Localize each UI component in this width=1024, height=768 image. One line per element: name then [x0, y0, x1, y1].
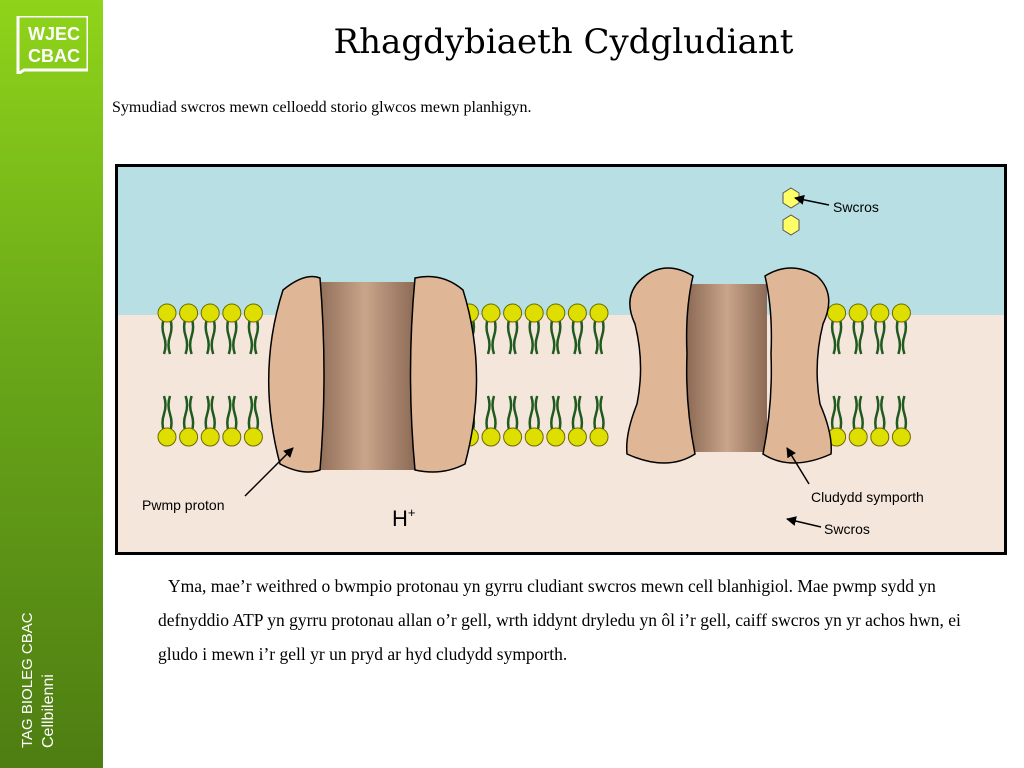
phospholipid-icon: [524, 303, 544, 355]
phospholipid-icon: [157, 303, 177, 355]
phospholipid-icon: [524, 395, 544, 447]
phospholipid-icon: [546, 303, 566, 355]
phospholipid-icon: [179, 395, 199, 447]
phospholipid-icon: [222, 303, 242, 355]
phospholipid-icon: [870, 303, 890, 355]
phospholipid-bilayer: [157, 303, 911, 447]
arrow-icon: [244, 447, 294, 497]
symporter-protein: [625, 267, 833, 464]
course-label: TAG BIOLEG CBAC: [19, 612, 36, 748]
label-sucrose-top: Swcros: [833, 199, 879, 215]
sidebar: WJEC CBAC TAG BIOLEG CBAC Cellbilenni: [0, 0, 103, 768]
arrow-icon: [786, 516, 822, 528]
phospholipid-icon: [200, 303, 220, 355]
phospholipid-icon: [200, 395, 220, 447]
arrow-icon: [794, 194, 830, 206]
phospholipid-icon: [891, 395, 911, 447]
label-proton: H+: [392, 505, 415, 531]
unit-label: Cellbilenni: [40, 674, 57, 748]
phospholipid-icon: [848, 395, 868, 447]
phospholipid-icon: [503, 395, 523, 447]
phospholipid-icon: [243, 395, 263, 447]
arrow-icon: [786, 447, 810, 485]
proton-pump: [268, 275, 478, 473]
logo-line-1: WJEC: [28, 24, 80, 44]
phospholipid-icon: [157, 395, 177, 447]
caption-text: Yma, mae’r weithred o bwmpio protonau yn…: [158, 576, 961, 664]
wjec-cbac-logo: WJEC CBAC: [16, 16, 88, 74]
phospholipid-icon: [589, 303, 609, 355]
phospholipid-icon: [222, 395, 242, 447]
logo-line-2: CBAC: [28, 46, 80, 66]
label-proton-pump: Pwmp proton: [142, 497, 224, 513]
phospholipid-icon: [179, 303, 199, 355]
label-symporter: Cludydd symporth: [811, 489, 924, 505]
phospholipid-icon: [891, 303, 911, 355]
page-title: Rhagdybiaeth Cydgludiant: [333, 22, 794, 62]
phospholipid-icon: [827, 303, 847, 355]
diagram-border: [115, 164, 1007, 555]
extracellular-region: [115, 164, 1007, 315]
phospholipid-icon: [481, 395, 501, 447]
phospholipid-icon: [546, 395, 566, 447]
phospholipid-icon: [870, 395, 890, 447]
label-sucrose-bottom: Swcros: [824, 521, 870, 537]
phospholipid-icon: [243, 303, 263, 355]
subtitle: Symudiad swcros mewn celloedd storio glw…: [112, 99, 532, 116]
phospholipid-icon: [567, 395, 587, 447]
phospholipid-icon: [848, 303, 868, 355]
phospholipid-icon: [481, 303, 501, 355]
phospholipid-icon: [503, 303, 523, 355]
phospholipid-icon: [567, 303, 587, 355]
phospholipid-icon: [589, 395, 609, 447]
sidebar-footer-text: TAG BIOLEG CBAC Cellbilenni: [18, 588, 60, 748]
cotransport-diagram: Swcros Pwmp proton H+ Cludydd symporth S…: [115, 164, 1007, 555]
